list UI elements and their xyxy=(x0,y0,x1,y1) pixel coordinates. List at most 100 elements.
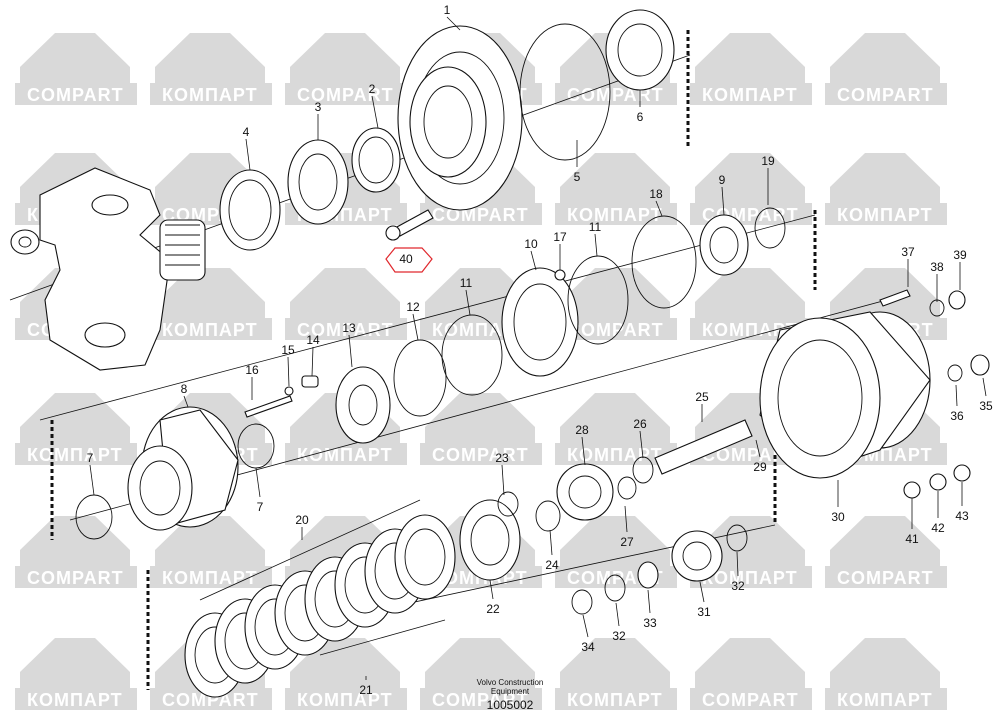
watermark-text: КОМПАРТ xyxy=(297,445,393,465)
part-number-label: 5 xyxy=(574,170,581,184)
watermark-text: КОМПАРТ xyxy=(837,690,933,710)
part-number-label: 22 xyxy=(486,602,500,616)
leader-line xyxy=(594,233,598,257)
leader-line xyxy=(624,505,628,533)
part-number-label: 14 xyxy=(306,333,320,347)
watermark-text: COMPART xyxy=(567,320,664,340)
watermark-text: COMPART xyxy=(432,445,529,465)
watermark-tile: КОМПАРТ xyxy=(825,153,947,225)
part-number-label: 42 xyxy=(931,521,945,535)
drawing-code: 1005002 xyxy=(486,698,534,712)
brake-disc xyxy=(394,514,456,600)
leader-line xyxy=(982,377,987,397)
leader-line xyxy=(489,579,494,600)
wheel-hub xyxy=(397,25,523,211)
watermark-text: КОМПАРТ xyxy=(567,690,663,710)
watermark-tile: КОМПАРТ xyxy=(555,153,677,225)
watermark-tile: COMPART xyxy=(285,33,407,105)
shafts-and-gears xyxy=(459,419,753,615)
part-number-label: 35 xyxy=(979,399,993,413)
watermark-tile: COMPART xyxy=(690,638,812,710)
part-number-label: 37 xyxy=(901,245,915,259)
leader-line xyxy=(721,186,725,216)
watermark-text: КОМПАРТ xyxy=(162,568,258,588)
brake-drum xyxy=(759,311,931,479)
part-number-label: 11 xyxy=(460,276,473,290)
watermark-tile: КОМПАРТ xyxy=(285,638,407,710)
watermark-text: COMPART xyxy=(162,690,259,710)
watermark-text: COMPART xyxy=(27,85,124,105)
part-number-label: 13 xyxy=(342,321,356,335)
watermark-text: КОМПАРТ xyxy=(567,205,663,225)
small-fittings xyxy=(879,289,990,499)
part-number-label: 18 xyxy=(649,187,663,201)
watermark-tile: COMPART xyxy=(15,33,137,105)
leader-line xyxy=(89,464,95,496)
watermark-tile: КОМПАРТ xyxy=(150,516,272,588)
part-number-label: 19 xyxy=(761,154,775,168)
part-number-label: 31 xyxy=(697,605,711,619)
leader-line xyxy=(348,334,353,368)
watermark-tile: COMPART xyxy=(285,268,407,340)
highlight-hexagon xyxy=(385,247,433,273)
part-number-label: 25 xyxy=(695,390,709,404)
part-number-label: 36 xyxy=(950,409,964,423)
leader-line xyxy=(183,395,189,408)
watermark-text: КОМПАРТ xyxy=(837,205,933,225)
leader-line xyxy=(699,581,705,603)
watermark-tile: КОМПАРТ xyxy=(825,638,947,710)
watermark-text: COMPART xyxy=(27,568,124,588)
watermark-tile: COMPART xyxy=(825,33,947,105)
watermark-text: КОМПАРТ xyxy=(702,568,798,588)
part-number-label: 9 xyxy=(719,173,726,187)
leader-line xyxy=(581,436,586,466)
upper-bearings xyxy=(219,9,675,251)
part-number-label: 34 xyxy=(581,640,595,654)
part-number-label: 6 xyxy=(637,110,644,124)
watermark-tile: COMPART xyxy=(555,516,677,588)
part-number-label: 11 xyxy=(589,220,602,234)
leader-line xyxy=(412,313,419,341)
leader-line xyxy=(647,589,651,614)
watermark-text: КОМПАРТ xyxy=(162,320,258,340)
watermark-tile: КОМПАРТ xyxy=(690,33,812,105)
steering-knuckle xyxy=(10,167,206,371)
part-number-labels: 1234567789101111121314151617181920212223… xyxy=(87,3,993,697)
watermark-text: КОМПАРТ xyxy=(702,320,798,340)
part-number-label: 40 xyxy=(399,252,413,266)
watermark-text: КОМПАРТ xyxy=(297,690,393,710)
watermark-tile: КОМПАРТ xyxy=(555,638,677,710)
leader-line xyxy=(465,289,471,316)
leader-line xyxy=(530,250,537,271)
watermark-tile: КОМПАРТ xyxy=(15,393,137,465)
part-number-label: 41 xyxy=(905,532,919,546)
watermark-text: КОМПАРТ xyxy=(27,690,123,710)
planet-carrier xyxy=(75,406,275,540)
leader-line xyxy=(311,346,314,377)
part-number-label: 27 xyxy=(620,535,634,549)
leader-line xyxy=(755,439,761,458)
watermark-tile: COMPART xyxy=(15,516,137,588)
part-number-label: 20 xyxy=(295,513,309,527)
part-number-label: 32 xyxy=(612,629,626,643)
part-number-label: 7 xyxy=(87,451,94,465)
caption-line-1: Volvo Construction xyxy=(476,678,544,687)
part-number-label: 2 xyxy=(369,82,376,96)
part-number-label: 26 xyxy=(633,417,647,431)
manufacturer-caption: Volvo Construction Equipment xyxy=(440,678,580,696)
watermark-tile: КОМПАРТ xyxy=(555,393,677,465)
part-number-label: 17 xyxy=(553,230,567,244)
part-number-label: 39 xyxy=(953,248,967,262)
part-number-label: 21 xyxy=(359,683,373,697)
part-number-label: 16 xyxy=(245,363,259,377)
caption-line-2: Equipment xyxy=(490,687,530,696)
leader-line xyxy=(955,384,958,407)
part-number-label: 30 xyxy=(831,510,845,524)
leader-line xyxy=(287,356,290,387)
watermark-tile: КОМПАРТ xyxy=(690,516,812,588)
watermark-text: КОМПАРТ xyxy=(27,445,123,465)
watermark-tile: COMPART xyxy=(690,153,812,225)
part-number-label: 15 xyxy=(281,343,295,357)
leader-line xyxy=(736,551,739,577)
